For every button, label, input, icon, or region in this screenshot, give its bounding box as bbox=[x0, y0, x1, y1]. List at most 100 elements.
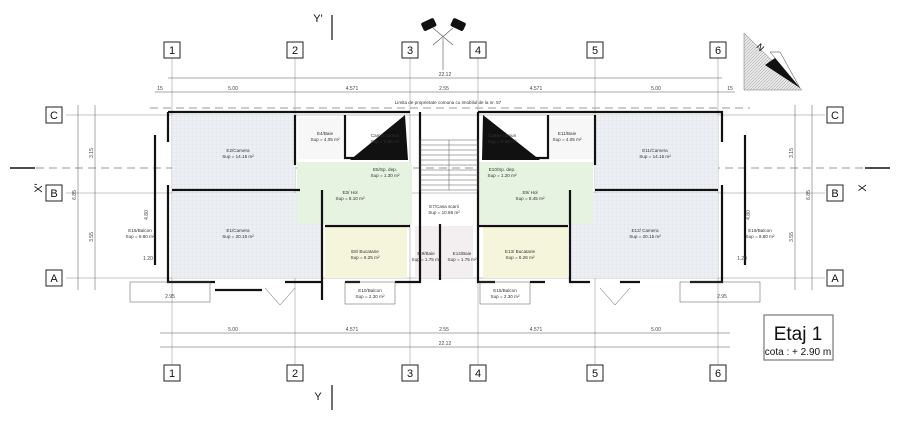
room-area: Sup = 8.45 m² bbox=[516, 196, 545, 201]
svg-text:3.55: 3.55 bbox=[89, 232, 95, 242]
grid-row-label: C bbox=[831, 110, 839, 122]
grid-row-label: A bbox=[831, 273, 839, 285]
dim-top: 4.571 bbox=[346, 86, 359, 92]
room-name: E16/Balcon bbox=[128, 228, 152, 233]
room-name: E7/Casa scarii bbox=[429, 204, 459, 209]
entrance-flags-icon bbox=[421, 18, 466, 70]
staircase bbox=[419, 139, 479, 191]
svg-text:4.80: 4.80 bbox=[144, 210, 150, 220]
dim-top: 4.571 bbox=[530, 86, 543, 92]
dim-top-total: 22.12 bbox=[439, 72, 452, 78]
svg-text:6.85: 6.85 bbox=[806, 190, 812, 200]
room-name: E10/Sp. dep. bbox=[489, 167, 516, 172]
room-name: E11/Baie bbox=[558, 131, 577, 136]
dims-right: 3.15 3.55 6.85 1.20 2.95 4.80 bbox=[717, 148, 812, 300]
room-area: Sup = 1.20 m² bbox=[488, 173, 517, 178]
north-label: N bbox=[754, 41, 766, 53]
grid-row-label: B bbox=[831, 188, 838, 200]
room-area: Sup = 8.10 m² bbox=[336, 196, 365, 201]
property-limit-note: Limita de proprietate comuna cu imobilul… bbox=[395, 100, 502, 105]
north-arrow-icon bbox=[743, 32, 803, 91]
room-area: Sup = 4.05 m² bbox=[311, 137, 340, 142]
svg-text:2.95: 2.95 bbox=[717, 294, 727, 300]
dim-bottom: 4.571 bbox=[530, 327, 543, 333]
room-area: Sup = 6.26 m² bbox=[506, 255, 535, 260]
section-label-x-left: X' bbox=[33, 183, 45, 192]
room-name: E13/ Bucatarie bbox=[505, 249, 536, 254]
room-area: Sup = 6.25 m² bbox=[351, 255, 380, 260]
grid-col-label: 5 bbox=[592, 368, 598, 380]
room-name: E19/Balcon bbox=[748, 228, 772, 233]
room-area: Sup = 2.30 m² bbox=[356, 294, 385, 299]
svg-text:4.80: 4.80 bbox=[746, 210, 752, 220]
room-area: Sup = 14.15 m² bbox=[639, 154, 671, 159]
section-markers bbox=[10, 15, 890, 410]
room-name: E11/Camera bbox=[642, 148, 668, 153]
dim-top: 5.00 bbox=[651, 86, 661, 92]
grid-col-label: 2 bbox=[292, 45, 298, 57]
room-area: Sup = 0.85 m² bbox=[488, 139, 517, 144]
room-name: E14/Baie bbox=[453, 251, 472, 256]
dims-left: 3.15 3.55 6.85 1.20 2.95 4.80 bbox=[72, 148, 175, 300]
room-name: E10/Balcon bbox=[358, 288, 382, 293]
grid-col-label: 4 bbox=[475, 45, 481, 57]
svg-text:1.20: 1.20 bbox=[143, 256, 153, 262]
grid-labels bbox=[45, 41, 844, 382]
room-area: Sup = 1.75 m² bbox=[448, 257, 477, 262]
dim-top: 5.00 bbox=[228, 86, 238, 92]
room-area: Sup = 4.05 m² bbox=[553, 137, 582, 142]
room-area: Sup = 9.80 m² bbox=[746, 234, 775, 239]
grid-col-label: 5 bbox=[592, 45, 598, 57]
room-name: E5/Sp. dep. bbox=[373, 167, 397, 172]
room-name: E3/ Hol bbox=[342, 190, 357, 195]
svg-text:1.20: 1.20 bbox=[737, 256, 747, 262]
svg-text:3.55: 3.55 bbox=[789, 232, 795, 242]
room-area: Sup = 10.86 m² bbox=[428, 210, 460, 215]
stamp-title: Etaj 1 bbox=[774, 324, 823, 345]
room-name: E 9/Baie bbox=[417, 251, 435, 256]
grid-row-label: A bbox=[50, 273, 58, 285]
svg-text:2.95: 2.95 bbox=[165, 294, 175, 300]
grid-col-label: 3 bbox=[407, 45, 413, 57]
room-area: Sup = 2.30 m² bbox=[491, 294, 520, 299]
section-label-x-right: X bbox=[857, 184, 869, 192]
dim-top: 2.55 bbox=[439, 86, 449, 92]
grid-col-label: 1 bbox=[169, 368, 175, 380]
room-name: E9/ Hol bbox=[522, 190, 537, 195]
room-fills bbox=[172, 115, 718, 278]
room-name: Camin comun bbox=[371, 133, 400, 138]
grid-col-label: 3 bbox=[407, 368, 413, 380]
grid-col-label: 2 bbox=[292, 368, 298, 380]
dim-bottom: 4.571 bbox=[346, 327, 359, 333]
dim-bottom: 5.00 bbox=[228, 327, 238, 333]
dim-top: 15 bbox=[157, 86, 163, 92]
room-name: Camin comun bbox=[488, 133, 517, 138]
room-name: E1/Camera bbox=[226, 228, 250, 233]
grid-col-label: 1 bbox=[169, 45, 175, 57]
room-area: Sup = 1.30 m² bbox=[371, 173, 400, 178]
grid-row-label: C bbox=[50, 110, 58, 122]
room-name: E2/Camera bbox=[226, 148, 250, 153]
svg-text:6.85: 6.85 bbox=[72, 190, 78, 200]
room-name: E8/ Bucatarie bbox=[351, 249, 379, 254]
room-name: E12/ Camera bbox=[631, 228, 659, 233]
room-name: E4/Baie bbox=[317, 131, 334, 136]
room-name: E15/Balcon bbox=[493, 288, 517, 293]
stamp-level: cota : + 2.90 m bbox=[765, 347, 831, 358]
svg-text:3.15: 3.15 bbox=[789, 148, 795, 158]
room-area: Sup = 9.80 m² bbox=[126, 234, 155, 239]
dim-bottom: 2.55 bbox=[439, 327, 449, 333]
level-stamp: Etaj 1 cota : + 2.90 m bbox=[763, 314, 834, 361]
room-area: Sup = 14.15 m² bbox=[222, 154, 254, 159]
room-area: Sup = 20.15 m² bbox=[222, 234, 254, 239]
balconies bbox=[129, 281, 761, 306]
section-label-y-bottom: Y bbox=[314, 391, 322, 403]
grid-row-label: B bbox=[50, 188, 57, 200]
room-area: Sup = 20.15 m² bbox=[629, 234, 661, 239]
dimension-lines bbox=[77, 77, 813, 348]
grid-col-label: 6 bbox=[715, 45, 721, 57]
dim-top: 15 bbox=[727, 86, 733, 92]
room-area: Sup = 1.75 m² bbox=[412, 257, 441, 262]
